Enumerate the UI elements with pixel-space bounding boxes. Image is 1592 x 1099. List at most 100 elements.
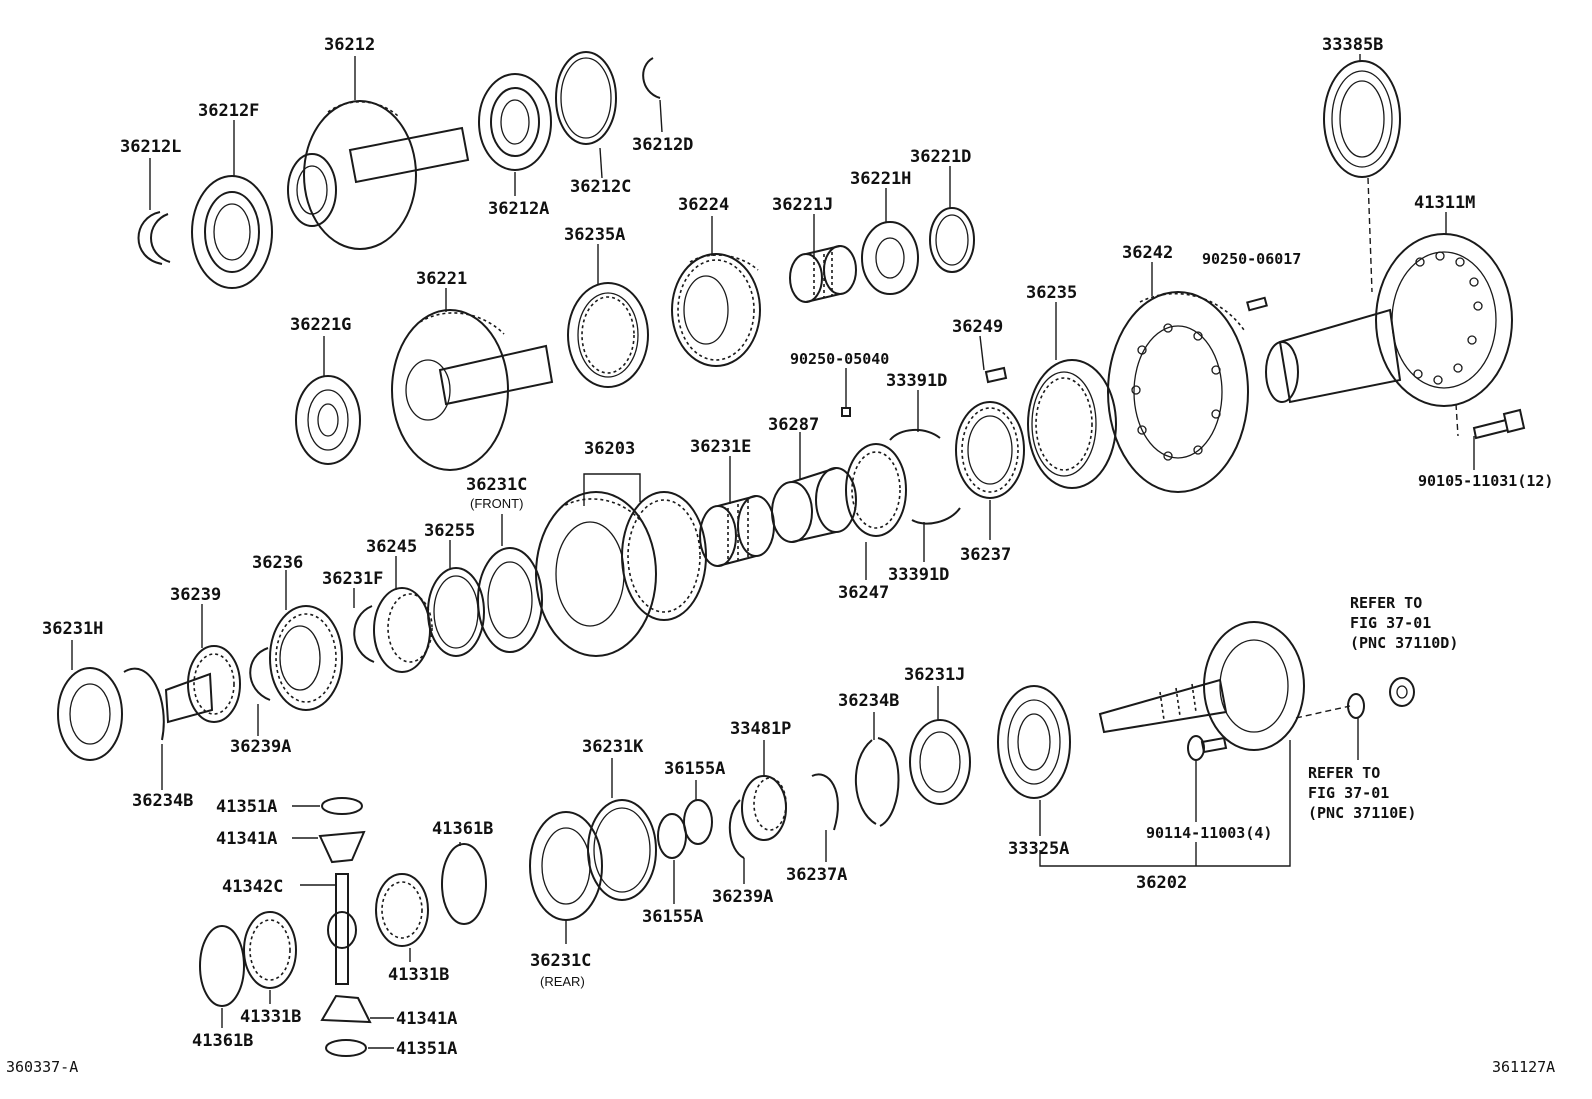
part-36237-hub: [955, 401, 1025, 499]
label-36212A: 36212A: [488, 199, 549, 219]
label-33481P: 33481P: [730, 719, 791, 739]
label-90250-06017: 90250-06017: [1202, 250, 1301, 268]
label-36231F: 36231F: [322, 569, 383, 589]
part-41341A-lower-pinion: [320, 994, 372, 1024]
part-36202-output-shaft: [1098, 621, 1305, 751]
part-33385B-seal: [1323, 60, 1401, 178]
label-36247: 36247: [838, 583, 889, 603]
note-rear: (REAR): [540, 974, 585, 989]
part-36242-ring-gear: [1107, 291, 1249, 493]
label-36231K: 36231K: [582, 737, 644, 757]
part-36212C-ring: [555, 51, 617, 145]
part-33481P-needle-bearing: [741, 775, 787, 841]
refer-37110d-line2: FIG 37-01: [1350, 614, 1431, 632]
label-36221G: 36221G: [290, 315, 351, 335]
refer-37110e-line1: REFER TO: [1308, 764, 1380, 782]
leader-41311M-dashed: [1455, 403, 1459, 437]
part-36231C-rear-bearing: [529, 811, 603, 921]
label-41341A-upper: 41341A: [216, 829, 277, 849]
part-36231E-needle-bearing: [699, 495, 775, 567]
refer-37110e-line3: (PNC 37110E): [1308, 804, 1416, 822]
part-36239A-upper-ring: [249, 647, 271, 701]
part-90250-06017-pin: [1246, 296, 1268, 312]
refer-37110d-line3: (PNC 37110D): [1350, 634, 1458, 652]
label-33325A: 33325A: [1008, 839, 1069, 859]
part-41341A-upper-pinion: [318, 830, 366, 864]
label-41331B-left: 41331B: [240, 1007, 301, 1027]
part-36221H-bearing: [861, 221, 919, 295]
part-41331B-right-side-gear: [375, 873, 429, 947]
part-36231H-bearing: [57, 667, 123, 761]
part-36155A-lower-ring: [657, 813, 687, 859]
part-36231C-front-bearing: [477, 547, 543, 653]
figure-code-left: 360337-A: [6, 1058, 78, 1076]
note-front: (FRONT): [470, 496, 523, 511]
label-36235A: 36235A: [564, 225, 625, 245]
label-41341A-lower: 41341A: [396, 1009, 457, 1029]
part-36245-ring: [373, 587, 433, 673]
part-36239A-lower-ring: [728, 799, 745, 859]
label-33385B: 33385B: [1322, 35, 1383, 55]
leader-dashed-refer: [1295, 705, 1351, 719]
part-36287-sleeve: [771, 467, 857, 543]
part-36221G-bearing: [295, 375, 361, 465]
part-41342C-pinion-shaft: [327, 873, 357, 985]
part-36234B-lower-ring: [854, 737, 900, 827]
label-36231E: 36231E: [690, 437, 751, 457]
label-36212D: 36212D: [632, 135, 693, 155]
label-36239: 36239: [170, 585, 221, 605]
part-33325A-seal: [997, 685, 1071, 799]
figure-code-right: 361127A: [1492, 1058, 1555, 1076]
part-36212D-clip: [642, 57, 661, 99]
part-36212-gear-shaft: [287, 100, 470, 250]
label-90250-05040: 90250-05040: [790, 350, 889, 368]
label-36239A-lower: 36239A: [712, 887, 773, 907]
part-36224-gear: [671, 253, 761, 367]
label-36212F: 36212F: [198, 101, 259, 121]
label-41331B-right: 41331B: [388, 965, 449, 985]
label-41361B-upper: 41361B: [432, 819, 493, 839]
part-refer-37110d-nut: [1389, 677, 1415, 707]
label-33391D-upper: 33391D: [886, 371, 947, 391]
label-36202: 36202: [1136, 873, 1187, 893]
part-36235-sleeve: [1027, 359, 1117, 489]
part-36221D-ring: [929, 207, 975, 273]
label-36249: 36249: [952, 317, 1003, 337]
label-33391D-lower: 33391D: [888, 565, 949, 585]
part-36221J-needle-bearing: [789, 245, 857, 303]
part-90114-11003-bolt: [1187, 735, 1228, 761]
label-36287: 36287: [768, 415, 819, 435]
label-36224: 36224: [678, 195, 729, 215]
part-36155A-upper-ring: [683, 799, 713, 845]
label-36237: 36237: [960, 545, 1011, 565]
label-36231C-rear: 36231C: [530, 951, 591, 971]
part-36203-gear: [535, 491, 707, 657]
part-90105-11031-bolt: [1472, 408, 1526, 440]
label-36155A-lower: 36155A: [642, 907, 703, 927]
label-41351A-upper: 41351A: [216, 797, 277, 817]
label-90114-11003: 90114-11003(4): [1146, 824, 1272, 842]
part-36231K-race: [587, 799, 657, 901]
label-41311M: 41311M: [1414, 193, 1475, 213]
part-41361B-upper-washer: [441, 843, 487, 925]
part-41361B-lower-washer: [199, 925, 245, 1007]
label-36221J: 36221J: [772, 195, 833, 215]
part-36221-gear: [391, 309, 554, 471]
label-36236: 36236: [252, 553, 303, 573]
part-41351A-lower-washer: [325, 1039, 367, 1057]
leader-lines: [71, 54, 1475, 1049]
part-36212F-bearing: [191, 175, 273, 289]
label-36231C-front: 36231C: [466, 475, 527, 495]
label-36221D: 36221D: [910, 147, 971, 167]
part-36249-key: [984, 366, 1008, 384]
part-41351A-upper-washer: [321, 797, 363, 815]
part-33391D-lower-spring: [911, 507, 961, 525]
label-36221: 36221: [416, 269, 467, 289]
label-90105-11031: 90105-11031(12): [1418, 472, 1553, 490]
part-36239-gear: [164, 645, 241, 724]
part-41331B-left-side-gear: [243, 911, 297, 989]
part-33391D-upper-spring: [889, 429, 941, 441]
label-36212L: 36212L: [120, 137, 181, 157]
label-36255: 36255: [424, 521, 475, 541]
